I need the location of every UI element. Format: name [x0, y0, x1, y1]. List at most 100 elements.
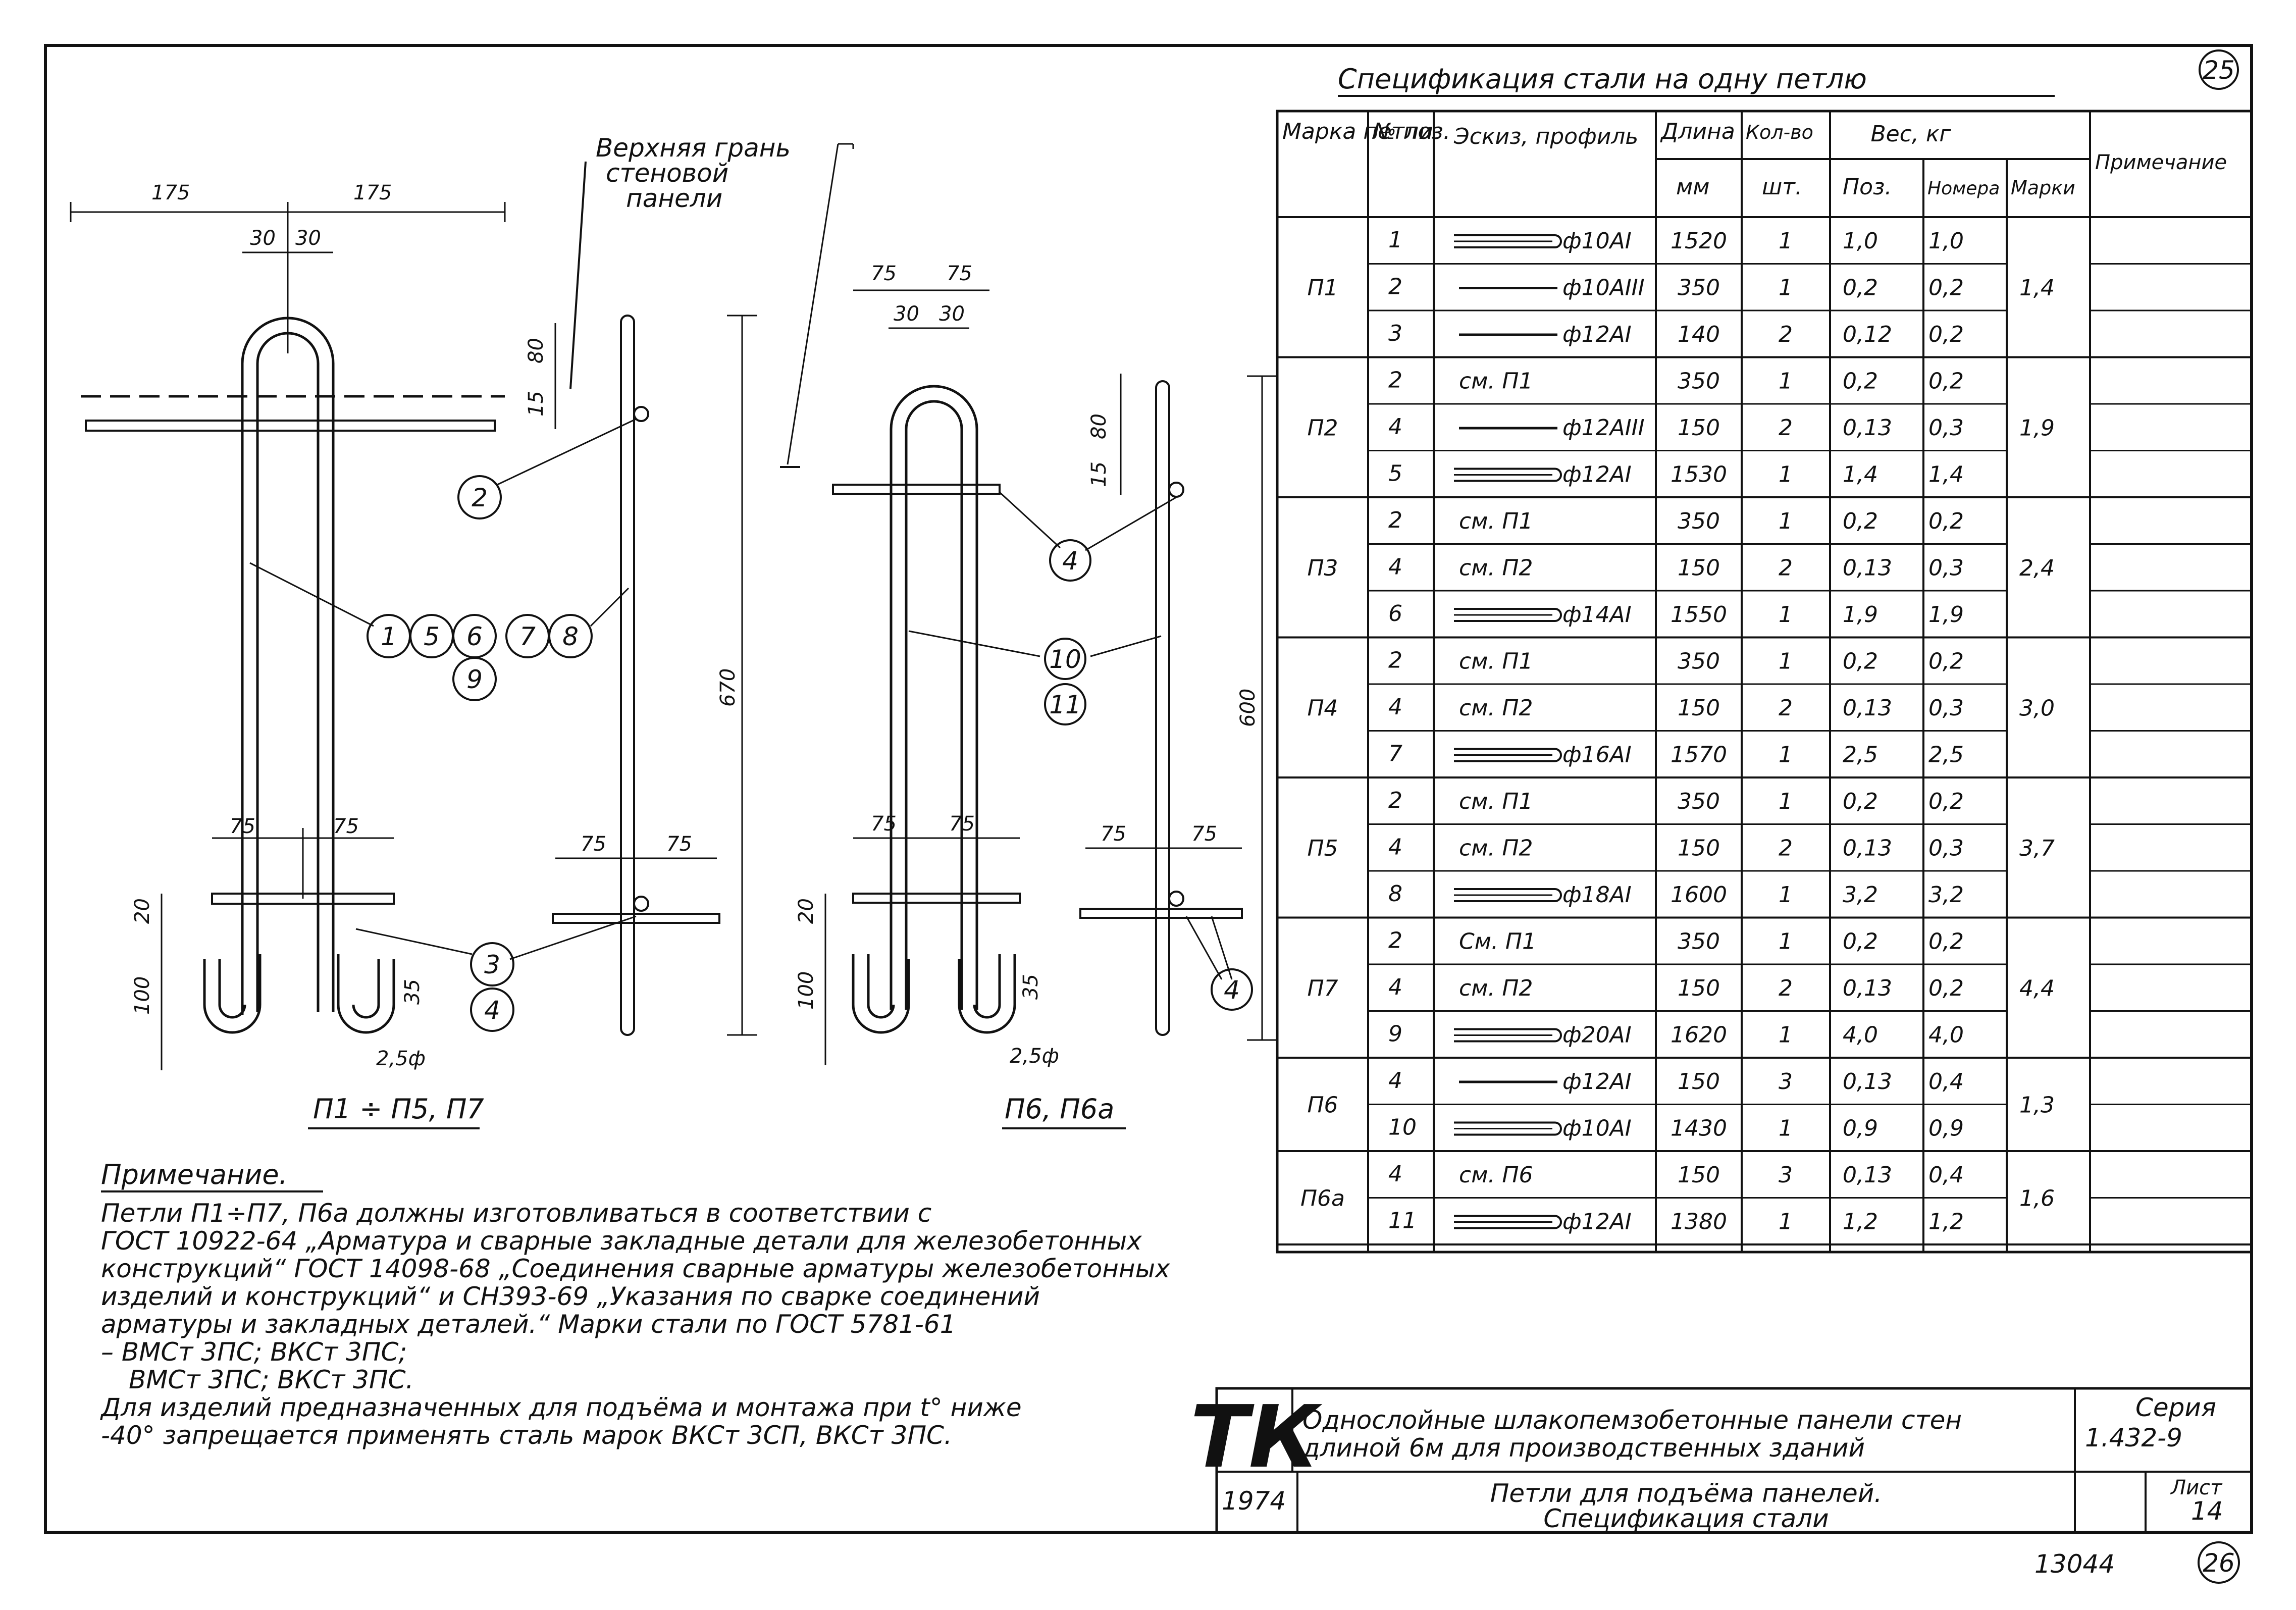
cell-sketch: см. П1: [1459, 508, 1533, 534]
cell-qty: 1: [1779, 789, 1793, 814]
cell-qty: 1: [1779, 929, 1793, 955]
table-mark: П5: [1307, 836, 1338, 861]
cell-qty: 3: [1779, 1069, 1793, 1095]
callout2-11: 11: [1049, 690, 1081, 719]
loop-sketch-icon: [1454, 1121, 1562, 1136]
dim2-foot-75-left: 75: [871, 812, 897, 836]
notes-line-4: изделий и конструкций“ и СН393-69 „Указа…: [101, 1282, 1040, 1311]
cell-weight-pos: 0,13: [1843, 1162, 1892, 1188]
caption-drawing1: П1 ÷ П5, П7: [313, 1093, 484, 1125]
cell-pos: 8: [1388, 881, 1402, 907]
cell-weight-total: 1,9: [1928, 602, 1964, 628]
dim2-75-left: 75: [871, 262, 897, 285]
table-mark-total: 3,7: [2019, 836, 2055, 861]
sheet-number-bottom: 26: [2203, 1548, 2235, 1578]
cell-pos: 4: [1388, 554, 1402, 580]
stamp-subtitle-2: Спецификация стали: [1543, 1504, 1829, 1533]
dim2-600: 600: [1236, 689, 1260, 727]
dim2-15: 15: [1087, 461, 1111, 487]
cell-length: 350: [1678, 275, 1720, 301]
cell-weight-pos: 0,13: [1843, 555, 1892, 581]
table-mark: П6: [1307, 1093, 1338, 1118]
cell-weight-pos: 0,2: [1843, 929, 1878, 955]
stamp-sheet-value: 14: [2191, 1496, 2223, 1526]
dim-30-right: 30: [295, 227, 321, 250]
cell-weight-pos: 0,13: [1843, 836, 1892, 861]
cell-weight-pos: 0,12: [1843, 322, 1892, 347]
callout-9: 9: [466, 665, 483, 694]
dim2-35: 35: [1019, 974, 1042, 1000]
loop2-outer: [890, 385, 978, 1010]
cell-length: 150: [1678, 555, 1720, 581]
cell-weight-pos: 1,9: [1843, 602, 1878, 628]
stamp-series-label: Серия: [2135, 1393, 2216, 1422]
notes-line-8: Для изделий предназначенных для подъёма …: [100, 1393, 1022, 1422]
table-mark: П3: [1307, 555, 1338, 581]
cell-length: 150: [1678, 1162, 1720, 1188]
cell-sketch: ф16АI: [1562, 742, 1632, 768]
bar-2: [85, 420, 496, 432]
side-view-bar-3: [552, 913, 720, 924]
cell-sketch: см. П6: [1459, 1162, 1533, 1188]
cell-length: 350: [1678, 649, 1720, 674]
side-view2-loop: [1155, 380, 1170, 1036]
hook2-left: [852, 954, 910, 1034]
cell-pos: 2: [1388, 368, 1402, 393]
side-view2-bar: [1079, 908, 1243, 919]
callout-3: 3: [484, 950, 500, 979]
table-mark: П1: [1307, 275, 1338, 301]
stamp-title-1: Однослойные шлакопемзобетонные панели ст…: [1302, 1406, 1962, 1435]
cell-qty: 1: [1779, 228, 1793, 254]
cell-length: 1430: [1671, 1116, 1727, 1141]
header-weight-number: Номера: [1927, 178, 2000, 199]
cell-length: 150: [1678, 836, 1720, 861]
cell-length: 1620: [1671, 1022, 1727, 1048]
notes-line-3: конструкций“ ГОСТ 14098-68 „Соединения с…: [101, 1254, 1170, 1283]
dim2-80: 80: [1087, 413, 1111, 439]
cell-pos: 5: [1388, 461, 1402, 487]
callout-5: 5: [424, 622, 440, 651]
cell-length: 1380: [1671, 1209, 1727, 1235]
cell-qty: 1: [1779, 369, 1793, 394]
notes-line-5: арматуры и закладных деталей.“ Марки ста…: [101, 1310, 956, 1339]
cell-length: 150: [1678, 415, 1720, 441]
cell-weight-total: 4,0: [1928, 1022, 1964, 1048]
callout-7: 7: [519, 622, 536, 651]
cell-sketch: ф18АI: [1562, 882, 1632, 908]
header-note: Примечание: [2095, 151, 2227, 174]
cell-qty: 2: [1779, 415, 1793, 441]
callout-6: 6: [466, 622, 483, 651]
stamp-sheet-label: Лист: [2170, 1476, 2223, 1499]
cell-sketch: ф12АI: [1562, 462, 1632, 488]
cell-weight-total: 0,3: [1928, 836, 1964, 861]
notes-line-9: -40° запрещается применять сталь марок В…: [101, 1421, 952, 1450]
loop-sketch-icon: [1454, 1215, 1562, 1229]
table-mark: П2: [1307, 415, 1338, 441]
loop-sketch-icon: [1454, 608, 1562, 622]
cell-weight-total: 0,2: [1928, 322, 1964, 347]
cell-weight-pos: 0,13: [1843, 415, 1892, 441]
loop-sketch-icon: [1454, 1028, 1562, 1043]
cell-length: 140: [1678, 322, 1720, 347]
header-weight-mark: Марки: [2011, 177, 2075, 199]
hook-left-outer: [203, 954, 262, 1034]
hook-right-outer: [337, 954, 395, 1034]
cell-qty: 1: [1779, 275, 1793, 301]
dim2-30-right: 30: [939, 302, 965, 326]
table-mark-total: 1,3: [2019, 1093, 2055, 1118]
table-mark-total: 2,4: [2019, 555, 2055, 581]
table-mark: П7: [1307, 975, 1338, 1001]
cell-weight-total: 0,9: [1928, 1116, 1964, 1141]
specification-table: Спецификация стали на одну петлю Марка п…: [1276, 63, 2253, 1254]
table-frame: [1276, 110, 2253, 1254]
header-sketch: Эскиз, профиль: [1453, 124, 1638, 149]
loop2-inner: [905, 400, 963, 1010]
